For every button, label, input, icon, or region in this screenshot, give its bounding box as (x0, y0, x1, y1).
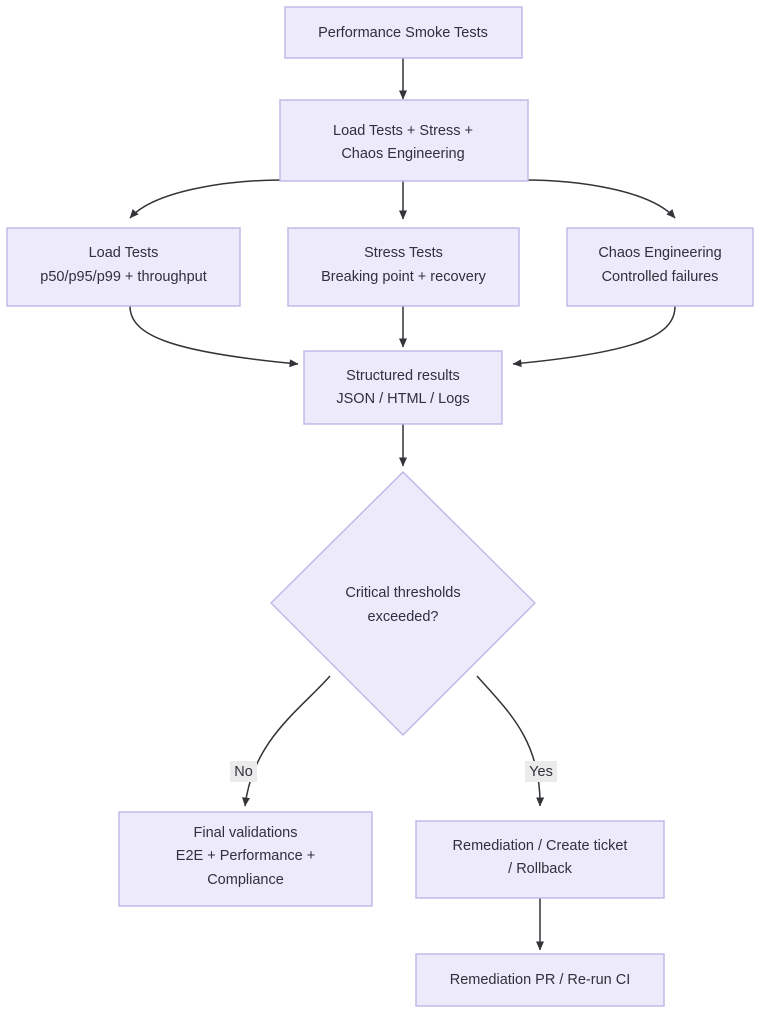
node-label-final-line3: Compliance (207, 872, 284, 888)
node-decision-critical-thresholds[interactable]: Critical thresholds exceeded? (270, 471, 536, 736)
node-remediation-pr-rerun-ci[interactable]: Remediation PR / Re-run CI (415, 953, 665, 1007)
edge-label-no-text: No (234, 764, 253, 780)
node-load-tests[interactable]: Load Tests p50/p95/p99 + throughput (6, 227, 241, 307)
node-chaos-engineering[interactable]: Chaos Engineering Controlled failures (566, 227, 754, 307)
edge-load-to-results (129, 305, 299, 368)
node-label-results-line1: Structured results (346, 368, 460, 384)
node-label-remediation-line1: Remediation / Create ticket (453, 838, 628, 854)
edge-suite-to-load (129, 179, 284, 219)
node-stress-tests[interactable]: Stress Tests Breaking point + recovery (287, 227, 520, 307)
node-label-suite-line1: Load Tests + Stress + (333, 123, 473, 139)
node-label-load-line1: Load Tests (89, 245, 159, 261)
node-label-remediation-line2: / Rollback (508, 861, 572, 877)
edge-label-no: No (230, 761, 257, 782)
node-structured-results[interactable]: Structured results JSON / HTML / Logs (303, 350, 503, 425)
node-label-decision-line1: Critical thresholds (345, 585, 460, 601)
edges-layer (129, 58, 676, 951)
node-remediation-create-ticket[interactable]: Remediation / Create ticket / Rollback (415, 820, 665, 899)
edge-suite-to-chaos (523, 179, 676, 219)
node-label-load-line2: p50/p95/p99 + throughput (40, 269, 207, 285)
edge-label-yes: Yes (525, 761, 557, 782)
edge-decision-no-to-final (242, 675, 331, 807)
node-label-chaos-line1: Chaos Engineering (598, 245, 721, 261)
node-performance-smoke-tests[interactable]: Performance Smoke Tests (284, 6, 523, 59)
node-label-suite-line2: Chaos Engineering (341, 146, 464, 162)
node-label-decision-line2: exceeded? (368, 609, 439, 625)
edge-decision-yes-to-remediation (476, 675, 545, 807)
node-label-final-line1: Final validations (194, 825, 298, 841)
node-label-stress-line1: Stress Tests (364, 245, 443, 261)
node-final-validations[interactable]: Final validations E2E + Performance + Co… (118, 811, 373, 907)
node-label-final-line2: E2E + Performance + (176, 848, 315, 864)
edge-label-yes-text: Yes (529, 764, 553, 780)
node-load-stress-chaos-suite[interactable]: Load Tests + Stress + Chaos Engineering (279, 99, 529, 182)
node-label-chaos-line2: Controlled failures (602, 269, 719, 285)
edge-chaos-to-results (512, 305, 676, 368)
node-label-results-line2: JSON / HTML / Logs (336, 391, 469, 407)
node-label-rerun-line1: Remediation PR / Re-run CI (450, 972, 631, 988)
node-label-stress-line2: Breaking point + recovery (321, 269, 487, 285)
node-label-smoke-line1: Performance Smoke Tests (318, 25, 488, 41)
